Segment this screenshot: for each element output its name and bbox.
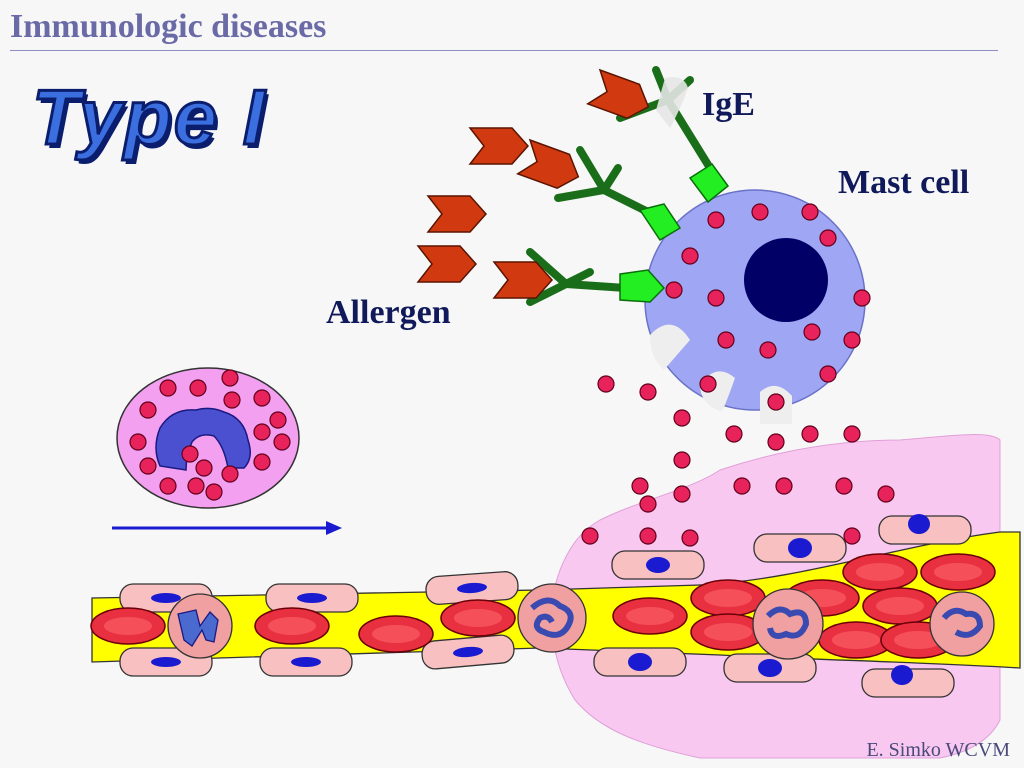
type-heading: Type I — [31, 72, 267, 163]
mast-cell-label: Mast cell — [838, 164, 970, 201]
allergen-label: Allergen — [326, 294, 451, 331]
allergen-chevrons — [417, 69, 656, 299]
page-title: Immunologic diseases — [10, 8, 327, 45]
ige-label: IgE — [702, 86, 755, 123]
mast-cell — [644, 189, 871, 424]
endothelial-cells — [119, 514, 972, 698]
migration-arrow — [112, 521, 342, 535]
vessel-leukocytes — [167, 583, 995, 660]
mast-cell-nucleus — [744, 238, 828, 322]
eosinophil — [116, 367, 300, 509]
footer-credit: E. Simko WCVM — [866, 739, 1010, 761]
antibody-fab-shadow — [656, 77, 688, 128]
fc-receptors — [619, 162, 730, 303]
title-divider — [10, 50, 998, 51]
